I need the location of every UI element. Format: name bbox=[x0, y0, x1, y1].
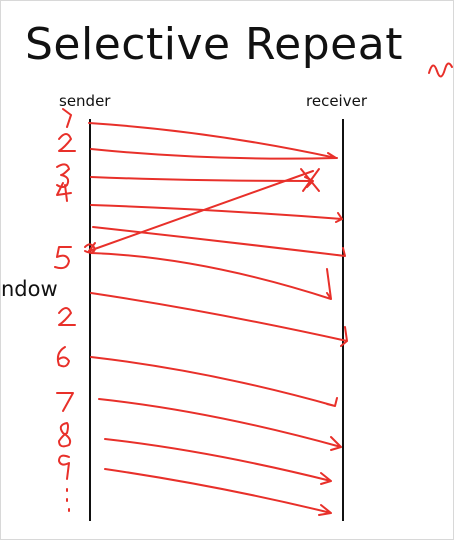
packet-arrow-8 bbox=[90, 356, 338, 407]
packet-arrow-11 bbox=[104, 468, 332, 516]
packet-arrow-6 bbox=[90, 252, 332, 300]
hand-num-8 bbox=[58, 422, 72, 448]
packet-arrow-7 bbox=[90, 292, 348, 347]
slide-title: Selective Repeat bbox=[25, 19, 403, 70]
sender-tick-mark bbox=[84, 243, 96, 254]
title-scribble bbox=[428, 62, 453, 78]
hand-num-2 bbox=[58, 133, 76, 152]
hand-num-6 bbox=[56, 346, 70, 368]
hand-num-5 bbox=[54, 246, 72, 270]
hand-num-9 bbox=[58, 454, 70, 480]
packet-arrow-9 bbox=[98, 398, 342, 451]
sender-label: sender bbox=[59, 92, 111, 110]
hand-num-1 bbox=[62, 108, 72, 128]
truncated-window-label: ndow bbox=[1, 277, 58, 301]
ack-arrow bbox=[88, 170, 314, 252]
hand-num-7 bbox=[56, 392, 74, 412]
receiver-label: receiver bbox=[306, 92, 367, 110]
hand-num-4 bbox=[56, 182, 72, 202]
packet-arrow-5 bbox=[92, 226, 346, 257]
packet-arrow-4 bbox=[90, 204, 343, 223]
packet-arrow-10 bbox=[104, 438, 332, 485]
packet-arrow-2 bbox=[90, 148, 338, 160]
loss-x-mark bbox=[300, 168, 320, 192]
packet-arrow-1 bbox=[88, 122, 337, 159]
hand-num-2b bbox=[58, 307, 76, 326]
hand-ellipsis bbox=[66, 488, 70, 512]
